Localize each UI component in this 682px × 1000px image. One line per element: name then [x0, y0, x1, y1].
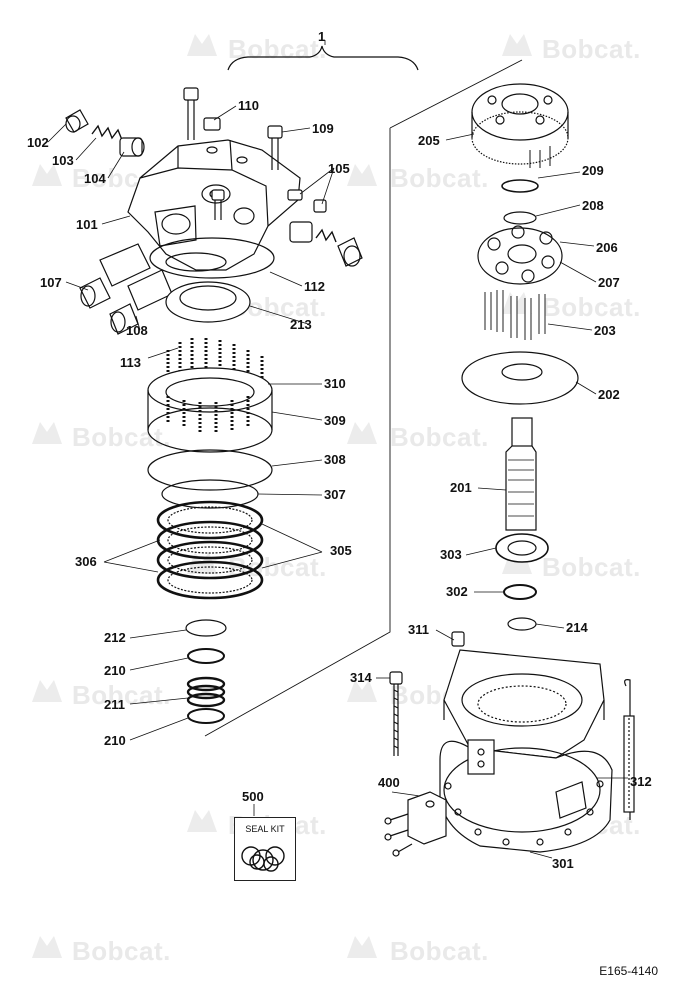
snap-ring-212	[185, 619, 227, 637]
ring-210	[187, 648, 225, 664]
bobcat-logo-icon	[32, 164, 62, 186]
ring-302	[503, 584, 537, 600]
callout-400: 400	[378, 775, 400, 790]
bolt-314	[389, 671, 403, 756]
fitting-parts	[65, 87, 363, 335]
callout-107: 107	[40, 275, 62, 290]
callout-110: 110	[238, 98, 259, 113]
seal-kit-label: SEAL KIT	[245, 824, 285, 834]
o-ring-308	[147, 449, 273, 491]
snap-ring-214	[507, 617, 537, 631]
callout-207: 207	[598, 275, 620, 290]
brake-piston	[147, 367, 273, 453]
callout-210-lower: 210	[104, 733, 126, 748]
callout-500: 500	[242, 789, 264, 804]
callout-303: 303	[440, 547, 462, 562]
callout-311: 311	[408, 622, 429, 637]
assembly-bracket	[227, 45, 419, 71]
callout-112: 112	[304, 279, 325, 294]
watermark-text: Bobcat.	[72, 422, 171, 452]
bobcat-logo-icon	[32, 680, 62, 702]
o-ring-set-icon	[241, 846, 285, 872]
callout-310: 310	[324, 376, 346, 391]
callout-307: 307	[324, 487, 346, 502]
bobcat-logo-icon	[347, 164, 377, 186]
bobcat-logo-icon	[32, 936, 62, 958]
callout-109: 109	[312, 121, 334, 136]
callout-202: 202	[598, 387, 620, 402]
callout-305: 305	[330, 543, 352, 558]
housing-301	[439, 649, 613, 853]
friction-plates	[156, 500, 264, 600]
callout-1: 1	[318, 29, 326, 44]
cylinder-block-206	[477, 225, 563, 285]
callout-203: 203	[594, 323, 616, 338]
piston-set-203	[484, 290, 546, 340]
document-code: E165-4140	[599, 964, 658, 978]
watermark-text: Bobcat.	[542, 34, 641, 64]
ring-209	[501, 179, 539, 193]
watermark-text: Bobcat.	[542, 292, 641, 322]
brake-spring-group	[166, 338, 264, 384]
ring-208	[503, 211, 537, 225]
callout-308: 308	[324, 452, 346, 467]
callout-306: 306	[75, 554, 97, 569]
seal-kit-box: SEAL KIT	[234, 817, 296, 881]
callout-212: 212	[104, 630, 126, 645]
bobcat-logo-icon	[32, 422, 62, 444]
callout-213: 213	[290, 317, 312, 332]
ring-210-lower	[187, 708, 225, 724]
callout-211: 211	[104, 697, 125, 712]
shaft-201	[505, 417, 537, 531]
bobcat-logo-icon	[187, 810, 217, 832]
callout-309: 309	[324, 413, 346, 428]
watermark-text: Bobcat.	[390, 422, 489, 452]
dipstick-312	[623, 679, 635, 820]
plug-311	[451, 631, 465, 647]
callout-301: 301	[552, 856, 574, 871]
ring-gear-205	[471, 83, 569, 168]
valve-block-400	[384, 791, 447, 857]
callout-208: 208	[582, 198, 604, 213]
bobcat-logo-icon	[502, 34, 532, 56]
callout-105: 105	[328, 161, 350, 176]
callout-108: 108	[126, 323, 148, 338]
watermark-text: Bobcat.	[228, 34, 327, 64]
watermark-text: Bobcat.	[72, 680, 171, 710]
callout-104: 104	[84, 171, 106, 186]
leader-lines	[47, 40, 628, 859]
callout-302: 302	[446, 584, 468, 599]
callout-102: 102	[27, 135, 49, 150]
o-ring-307	[161, 479, 259, 509]
bobcat-logo-icon	[347, 936, 377, 958]
callout-201: 201	[450, 480, 472, 495]
callout-312: 312	[630, 774, 652, 789]
swash-plate-202	[461, 351, 579, 405]
bearing-303	[495, 533, 549, 563]
callout-214: 214	[566, 620, 588, 635]
callout-113: 113	[120, 355, 141, 370]
bobcat-logo-icon	[187, 34, 217, 56]
callout-101: 101	[76, 217, 98, 232]
bobcat-logo-icon	[347, 422, 377, 444]
callout-210: 210	[104, 663, 126, 678]
watermark-text: Bobcat.	[72, 936, 171, 966]
valve-cover-housing	[127, 139, 301, 272]
callout-103: 103	[52, 153, 74, 168]
callout-314: 314	[350, 670, 372, 685]
callout-206: 206	[596, 240, 618, 255]
callout-209: 209	[582, 163, 604, 178]
divider-line	[204, 59, 523, 737]
spring-211	[186, 676, 226, 708]
watermark-text: Bobcat.	[390, 936, 489, 966]
bobcat-logo-icon	[347, 680, 377, 702]
watermark-text: Bobcat.	[542, 552, 641, 582]
watermark-text: Bobcat.	[390, 163, 489, 193]
callout-205: 205	[418, 133, 440, 148]
